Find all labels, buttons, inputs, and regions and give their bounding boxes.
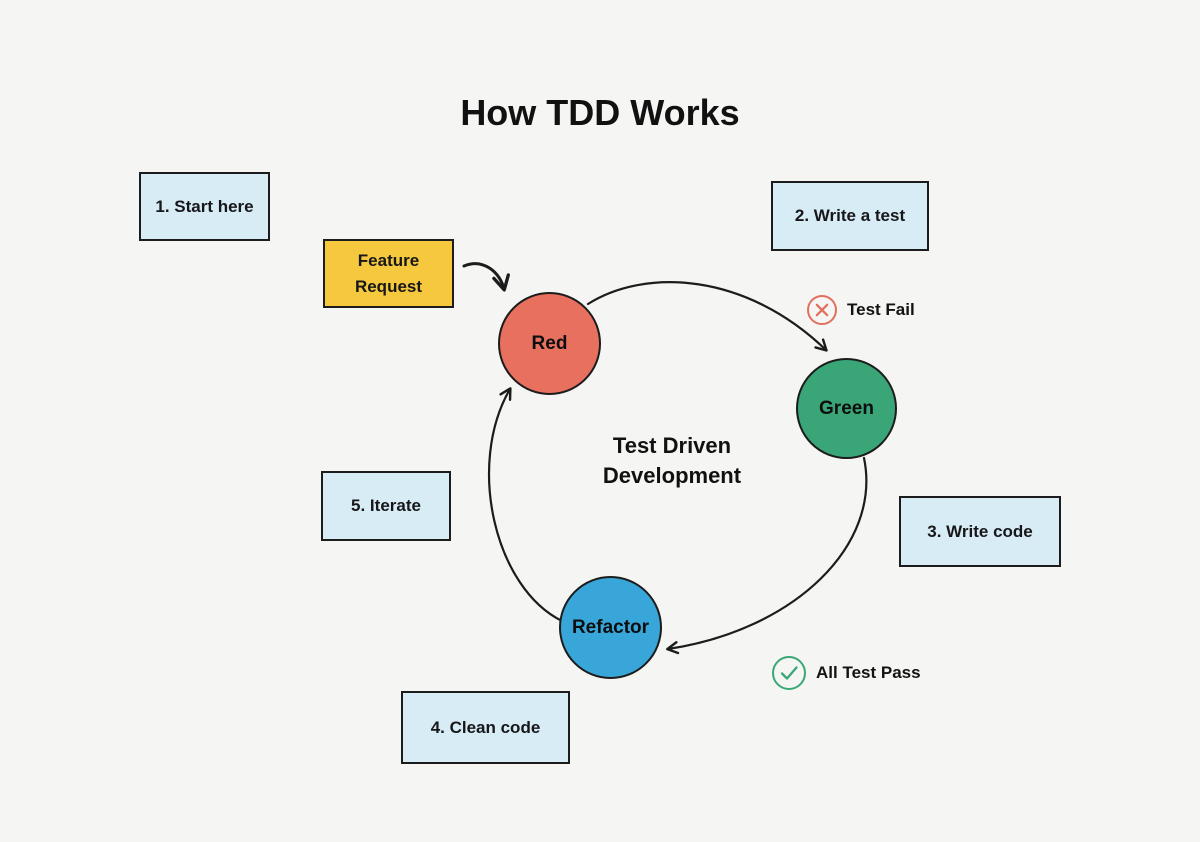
cycle-node-refactor: Refactor [559,576,662,679]
step-box-start-here: 1. Start here [139,172,270,241]
step-label: 5. Iterate [351,496,421,515]
cycle-center-caption-line2: Development [602,463,742,488]
cycle-node-label: Green [819,397,874,419]
cycle-node-label: Red [531,332,568,354]
feature-request-box: Feature Request [323,239,454,308]
arrow-red-to-green [586,281,828,352]
step-label: 1. Start here [155,196,254,216]
test-fail-label: Test Fail [847,300,915,319]
test-fail-badge: Test Fail [806,294,915,326]
page-title: How TDD Works [460,92,740,133]
step-box-write-a-test: 2. Write a test [771,181,929,251]
step-box-write-code: 3. Write code [899,496,1061,567]
step-label: 4. Clean code [430,717,541,737]
step-box-clean-code: 4. Clean code [401,691,570,764]
feature-request-line2: Request [354,276,423,296]
check-circle-icon [772,656,806,690]
arrow-feature-request-to-red [462,262,510,292]
step-label: 3. Write code [927,521,1033,541]
all-test-pass-badge: All Test Pass [771,655,921,691]
cycle-center-caption: Test Driven Development [532,431,812,491]
x-circle-icon [807,295,837,325]
cycle-center-caption-line1: Test Driven [612,433,732,458]
step-label: 2. Write a test [794,206,906,225]
feature-request-line1: Feature [357,250,420,270]
step-box-iterate: 5. Iterate [321,471,451,541]
cycle-node-red: Red [498,292,601,395]
cycle-node-green: Green [796,358,897,459]
cycle-node-label: Refactor [571,616,650,638]
all-test-pass-label: All Test Pass [816,663,921,682]
arrow-refactor-to-red [488,387,564,623]
